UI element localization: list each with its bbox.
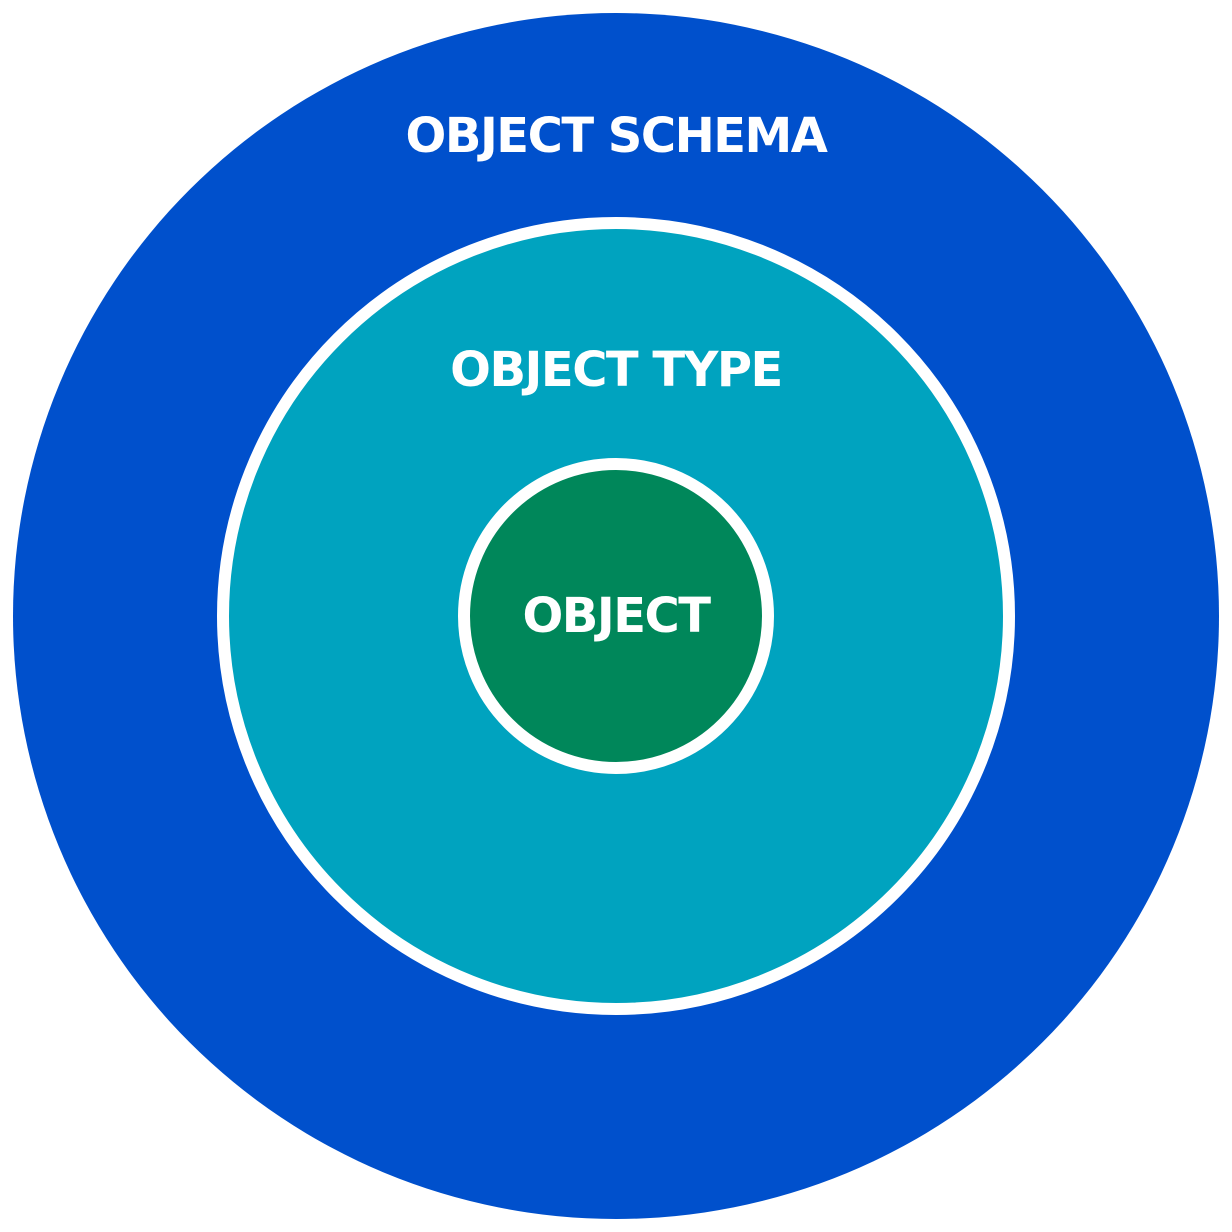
object-circle [458, 458, 774, 774]
object-label: OBJECT [522, 588, 711, 644]
object-schema-label: OBJECT SCHEMA [405, 108, 828, 164]
object-type-label: OBJECT TYPE [450, 342, 783, 398]
